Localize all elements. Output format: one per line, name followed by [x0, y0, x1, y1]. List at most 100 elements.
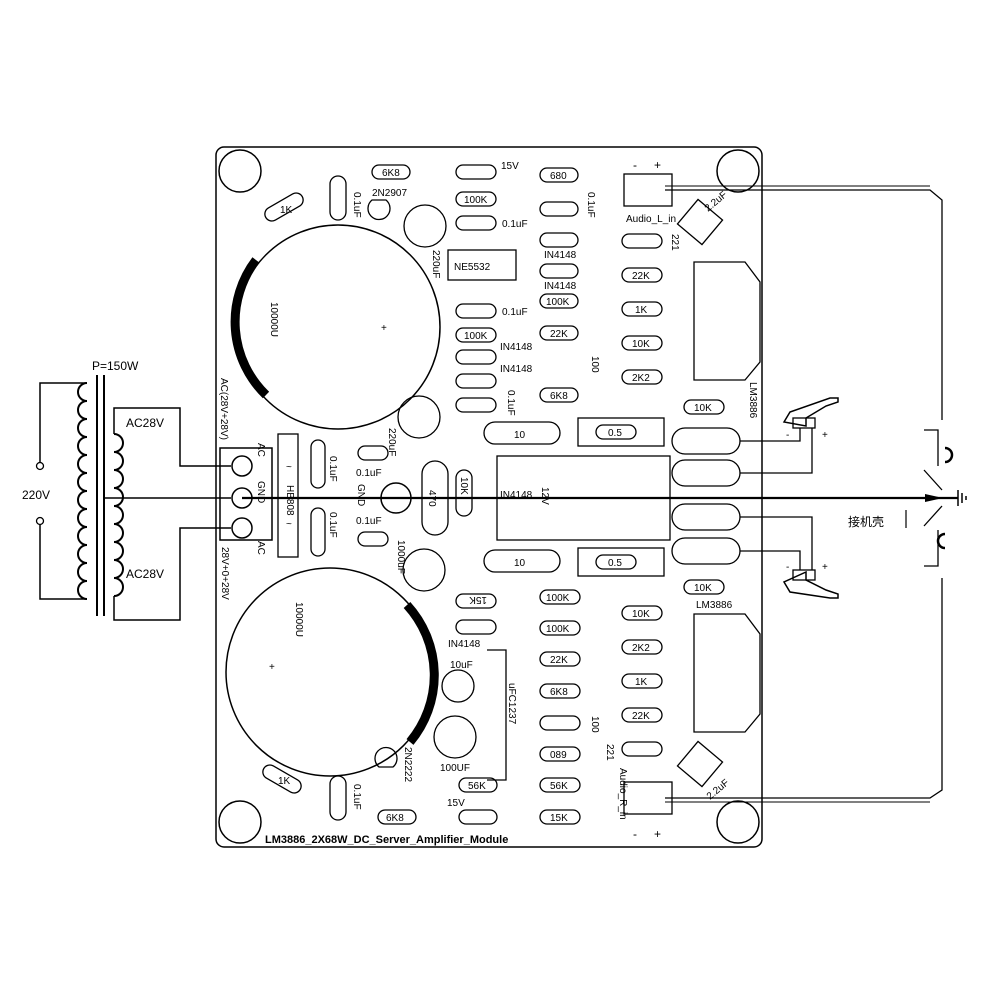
input-left-connector — [623, 173, 673, 207]
input-left-minus: - — [633, 158, 637, 172]
amp-chip-bottom — [693, 613, 761, 733]
res-10k-v-label: 10K — [458, 477, 469, 495]
speaker-top-minus: - — [786, 430, 789, 441]
secondary-top-label: AC28V — [126, 416, 164, 430]
res-56k-mid2-label: 56K — [550, 781, 568, 792]
terminal-bottom-label: 28V+0+28V — [219, 547, 230, 600]
res-15k-label: 15K — [469, 594, 487, 605]
opamp-label: NE5532 — [454, 262, 491, 273]
res-1k-right-b — [621, 673, 663, 689]
amp-bottom-label: LM3886 — [696, 600, 733, 611]
power-terminal: AC(28V+28V) 28V+0+28V AC GND AC — [218, 378, 273, 600]
res-1k-right-label: 1K — [635, 305, 648, 316]
mount-hole-bottom-right — [716, 800, 760, 844]
res-6k8-top-label: 6K8 — [382, 168, 400, 179]
cap-22-top — [676, 198, 724, 246]
opamp-chip — [447, 249, 517, 281]
res-6k8-mid2 — [539, 387, 579, 403]
diode-in4148-mid2-b-label: IN4148 — [544, 281, 577, 292]
chassis-jack-top — [923, 429, 954, 491]
cap-22-bottom — [676, 740, 724, 788]
res-1k-top — [264, 192, 304, 222]
cap-220-mid-label: 220uF — [386, 428, 397, 456]
res-05-top — [595, 424, 637, 440]
cap-01uf-mid-b — [455, 303, 497, 319]
diode-in4148-mid2-b — [539, 263, 579, 279]
cap-mid2-b — [539, 715, 581, 731]
res-100-mid2-b-label: 100 — [589, 716, 600, 733]
res-1k-right — [621, 301, 663, 317]
terminal-top-label: AC(28V+28V) — [218, 378, 229, 440]
diode-in4148-mid2-a — [539, 232, 579, 248]
res-10k-mid2 — [683, 579, 725, 595]
bridge-label: HB808 — [284, 485, 295, 516]
res-2k2-right-label: 2K2 — [632, 373, 650, 384]
tr-bottom-label: 2N2222 — [402, 747, 413, 782]
cap-01-bottom-label: 0.1uF — [351, 784, 362, 810]
res-2k2-right-b-label: 2K2 — [632, 643, 650, 654]
cap-01-a — [310, 439, 326, 489]
cap-1000-label: 1000uF — [395, 540, 406, 574]
res-6k8-top — [371, 164, 411, 180]
cap-01uf-mid2-label: 0.1uF — [585, 192, 596, 218]
transistor-top — [367, 199, 391, 221]
cap-220-mid — [397, 395, 441, 439]
svg-text:~: ~ — [286, 462, 292, 473]
diode-in4148-mid-a — [455, 349, 497, 365]
res-10k-right-b — [621, 605, 663, 621]
out-terminal-4 — [671, 537, 741, 565]
res-1k-bottom-label: 1K — [278, 776, 291, 787]
cap-10uf — [441, 669, 475, 703]
res-100k-mid2-b-label: 100K — [546, 593, 570, 604]
chassis-ground-icon — [957, 490, 967, 506]
cap-01uf-mid-label: 0.1uF — [502, 219, 528, 230]
res-10k-mid — [683, 399, 725, 415]
diode-in4148-mid-b — [455, 373, 497, 389]
diode-in4148-mid-a-label: IN4148 — [500, 342, 533, 353]
res-221-bottom-label: 221 — [604, 744, 615, 761]
res-56k-mid2 — [539, 777, 581, 793]
res-680-top — [539, 167, 579, 183]
mount-hole-top-left — [218, 149, 262, 193]
res-1k-right-b-label: 1K — [635, 677, 648, 688]
cap-01uf-mid-c-label: 0.1uF — [505, 390, 516, 416]
cap-22-top-label: 2.2uF — [703, 189, 730, 214]
transformer: P=150W 220V AC28V AC28V — [22, 359, 231, 621]
res-10-top — [483, 421, 561, 445]
cap-100uf-label: 100UF — [440, 763, 470, 774]
cap-01-b-label: 0.1uF — [356, 468, 382, 479]
res-10-top-label: 10 — [514, 430, 526, 441]
res-22k-mid2-b — [539, 651, 581, 667]
res-680-bottom-label: 089 — [550, 750, 567, 761]
cap-10uf-label: 10uF — [450, 660, 473, 671]
res-1k-bottom — [262, 764, 302, 794]
input-left-label: Audio_L_in — [626, 214, 676, 225]
amp-top-label: LM3886 — [747, 382, 758, 419]
res-05-top-box — [577, 417, 665, 447]
input-left-wire — [665, 189, 943, 420]
diode-15v-bottom-label: 15V — [447, 798, 465, 809]
cap-220-top — [403, 204, 447, 248]
res-2k2-right — [621, 369, 663, 385]
res-100k-b-label: 100K — [464, 331, 488, 342]
diode-in4148-mid2-a-label: IN4148 — [544, 250, 577, 261]
speaker-top-plus: + — [822, 430, 828, 441]
res-15k — [455, 593, 497, 609]
res-10k-mid2-label: 10K — [694, 583, 712, 594]
res-2k2-right-b — [621, 639, 663, 655]
diode-15v-top — [455, 164, 497, 180]
res-10k-right — [621, 335, 663, 351]
diode-15v-top-label: 15V — [501, 161, 519, 172]
res-10-bottom — [483, 549, 561, 573]
cap-01-b — [357, 445, 389, 461]
transformer-power-label: P=150W — [92, 359, 139, 373]
res-100-mid2-label: 100 — [589, 356, 600, 373]
out-terminal-2 — [671, 459, 741, 487]
heatsink-12v-label: 12V — [539, 487, 550, 505]
res-6k8-bottom-label: 6K8 — [386, 813, 404, 824]
main-cap-bottom: 10000U + — [225, 567, 439, 777]
res-680-bottom — [539, 746, 581, 762]
amp-chip-top — [693, 261, 761, 381]
cap-01uf-mid — [455, 215, 497, 231]
speaker-top: - + — [740, 397, 839, 474]
